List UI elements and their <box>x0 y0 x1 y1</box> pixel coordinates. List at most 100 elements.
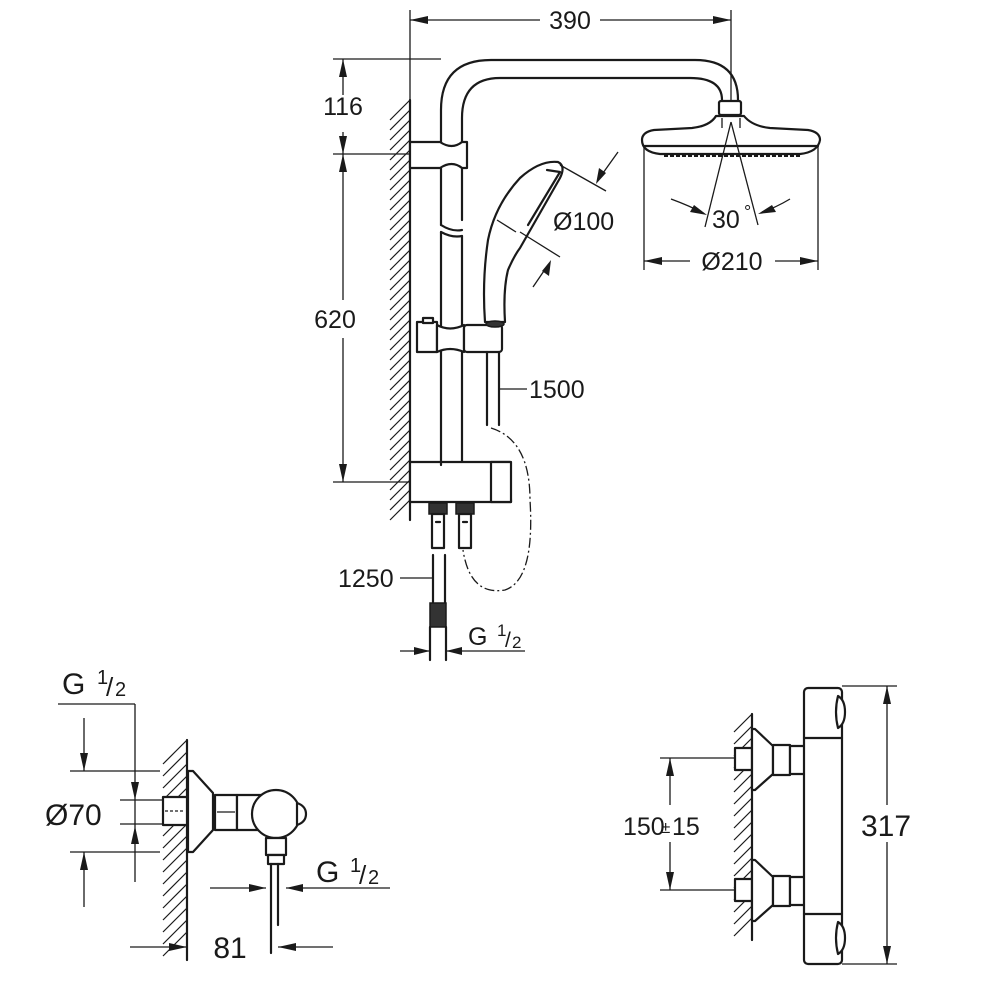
hatch-line <box>389 459 411 481</box>
dim-projection: 81 <box>213 932 246 965</box>
hatch-line <box>389 369 411 391</box>
hatch-line <box>389 119 411 141</box>
thread-den: 2 <box>512 633 521 652</box>
hatch-line <box>162 871 188 897</box>
hatch-line <box>389 289 411 311</box>
hatch-line <box>389 479 411 501</box>
thread-prefix: G <box>468 623 487 651</box>
shower-system-view: 390 116 620 Ø100 Ø210 30 ° 1500 1250 G 1… <box>314 7 822 662</box>
hatch-line <box>733 821 753 841</box>
hatch-line <box>389 189 411 211</box>
hatch-line <box>162 883 188 909</box>
thread-slash: / <box>505 629 511 652</box>
hatch-line <box>733 809 753 829</box>
hatch-line <box>389 139 411 161</box>
connection-hose <box>428 553 448 662</box>
thermostat-body <box>802 686 847 966</box>
dimension-lines-top <box>333 10 819 655</box>
hatch-line <box>389 379 411 401</box>
top-wall-bracket <box>408 140 469 170</box>
dimension-lines-right <box>660 685 897 965</box>
hatch-line <box>162 835 188 861</box>
hatch-line <box>389 389 411 411</box>
hatch-line <box>389 329 411 351</box>
hatch-line <box>389 279 411 301</box>
wall-hatching <box>162 738 189 962</box>
bottom-console <box>408 460 513 550</box>
hatch-line <box>733 785 753 805</box>
thread-den: 2 <box>115 679 126 701</box>
hatch-line <box>389 469 411 491</box>
hatch-line <box>389 309 411 331</box>
hatch-line <box>389 319 411 341</box>
valve-body <box>250 788 302 840</box>
hatch-line <box>162 751 188 777</box>
hatch-line <box>162 919 188 945</box>
hatch-line <box>733 797 753 817</box>
hatch-line <box>389 299 411 321</box>
dim-inlet-thread: G 1 / 2 <box>62 667 126 702</box>
thermostat-view: 150 ± 15 317 <box>623 685 911 966</box>
shower-arm <box>439 58 740 150</box>
dimension-lines-left <box>58 703 390 951</box>
dim-inlet-spacing: 150 ± 15 <box>623 813 700 841</box>
hatch-line <box>389 249 411 271</box>
hatch-line <box>733 845 753 865</box>
hatch-line <box>162 739 188 765</box>
dim-spray-angle-unit: ° <box>744 202 751 222</box>
hatch-line <box>162 907 188 933</box>
hatch-line <box>389 429 411 451</box>
hatch-line <box>389 449 411 471</box>
dim-spray-angle: 30 <box>712 206 740 234</box>
hatch-line <box>389 399 411 421</box>
thread-num: 1 <box>97 667 108 689</box>
dim-connection-hose-length: 1250 <box>338 565 394 593</box>
hatch-line <box>162 895 188 921</box>
spacing-value: 150 <box>623 813 665 841</box>
dim-thermostat-height: 317 <box>861 810 911 843</box>
hatch-line <box>389 359 411 381</box>
hatch-line <box>389 169 411 191</box>
hatch-line <box>733 713 753 733</box>
hatch-line <box>389 159 411 181</box>
hatch-line <box>389 109 411 131</box>
hand-shower <box>482 160 564 328</box>
hatch-line <box>389 269 411 291</box>
hatch-line <box>389 239 411 261</box>
hatch-line <box>389 209 411 231</box>
dim-rosette-diameter: Ø70 <box>45 799 102 832</box>
thread-num: 1 <box>350 855 361 877</box>
mixer-valve-view: G 1 / 2 Ø70 G 1 / 2 81 <box>45 667 390 965</box>
dim-rail-length: 620 <box>314 306 356 334</box>
dim-connection-thread: G 1 / 2 <box>468 621 521 652</box>
wall-hatching <box>389 98 412 522</box>
hatch-line <box>389 409 411 431</box>
hatch-line <box>733 833 753 853</box>
hatch-line <box>389 499 411 521</box>
hatch-line <box>162 763 188 789</box>
hatch-line <box>389 489 411 511</box>
hatch-line <box>389 339 411 361</box>
head-shower <box>640 99 822 157</box>
hatch-line <box>733 857 753 877</box>
hatch-line <box>389 349 411 371</box>
hatch-line <box>389 219 411 241</box>
hatch-line <box>389 229 411 251</box>
thread-prefix: G <box>62 668 85 701</box>
hatch-line <box>733 905 753 925</box>
thread-num: 1 <box>497 621 506 640</box>
hatch-line <box>733 917 753 937</box>
hatch-line <box>389 199 411 221</box>
thread-slash: / <box>359 860 367 890</box>
hatch-line <box>162 859 188 885</box>
hatch-line <box>162 847 188 873</box>
hatch-line <box>389 129 411 151</box>
thread-den: 2 <box>368 867 379 889</box>
hatch-line <box>389 419 411 441</box>
tolerance-sign: ± <box>661 818 670 837</box>
hatch-line <box>389 259 411 281</box>
dim-hand-shower-diameter: Ø100 <box>553 208 614 236</box>
rosette <box>186 769 215 854</box>
hatch-line <box>389 99 411 121</box>
dim-head-shower-diameter: Ø210 <box>701 248 762 276</box>
